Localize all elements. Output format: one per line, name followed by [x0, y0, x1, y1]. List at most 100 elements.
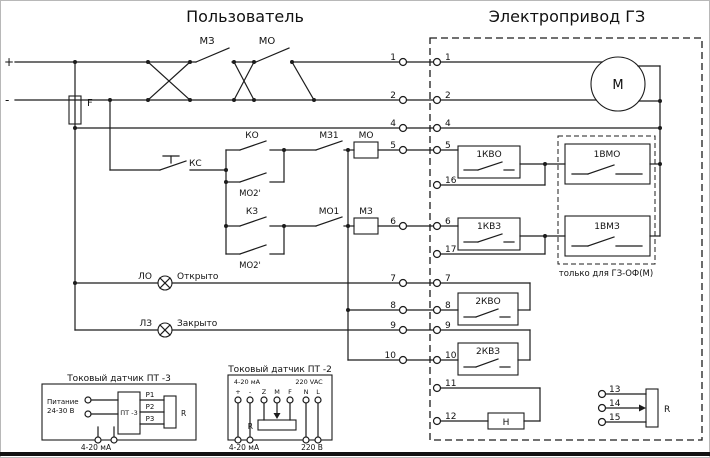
contact-mo2b-label: МО2'	[239, 261, 261, 271]
contact-kz-icon	[239, 216, 267, 227]
gz-of-option-dashed-box	[557, 135, 656, 265]
interconnect-wires	[405, 61, 435, 361]
user-section-title: Пользователь	[186, 7, 304, 26]
pt2-terminal-m	[273, 396, 281, 404]
pt3-supply-terminal-1	[84, 396, 92, 404]
drive-terminal-14-num: 14	[609, 399, 621, 409]
pt2-terminal-n-label: N	[304, 388, 309, 396]
pt2-terminal-f	[286, 396, 294, 404]
user-terminal-5-num: 5	[390, 141, 396, 151]
pt2-sensor-box: Токовый датчик ПТ -2 4-20 мА 220 VAC + -…	[227, 365, 333, 452]
contact-mz1-icon	[315, 140, 343, 151]
drive-terminal-15-num: 15	[609, 413, 620, 423]
user-terminal-1	[398, 57, 408, 67]
position-feedback: 13 14 15 R	[597, 385, 670, 428]
pt3-sensor-box: Токовый датчик ПТ -3 Питание 24-30 В ПТ …	[41, 374, 197, 452]
open-limit-switch-circuit: 1КВО 1ВМО	[439, 143, 661, 186]
pt2-wiper-arrow-icon	[273, 413, 281, 419]
bottom-rule	[0, 452, 710, 456]
drive-terminal-13	[597, 389, 607, 399]
switch-2kvz-box	[457, 342, 519, 376]
pt2-out-terminal-2	[246, 436, 254, 444]
heater-label: Н	[503, 418, 510, 428]
switch-mz-label: МЗ	[199, 36, 214, 47]
user-terminal-2	[398, 95, 408, 105]
switch-1vmo-icon	[587, 164, 615, 175]
motor-icon	[590, 56, 646, 112]
switch-1vmz-label: 1ВМЗ	[594, 222, 620, 232]
drive-terminal-7	[432, 278, 442, 288]
pt3-outline	[41, 383, 197, 441]
user-terminal-4	[398, 123, 408, 133]
pt2-terminal-z	[260, 396, 268, 404]
pt2-terminal-m-label: M	[274, 388, 280, 396]
drive-terminal-12-num: 12	[445, 412, 456, 422]
drive-terminal-2	[432, 95, 442, 105]
indicator-lamps: ЛО Открыто ЛЗ Закрыто	[74, 272, 400, 338]
contact-mo1-icon	[315, 216, 343, 227]
user-terminal-9	[398, 325, 408, 335]
signal-switch-circuits: 2КВО 2КВЗ	[439, 282, 531, 376]
drive-terminal-9	[432, 325, 442, 335]
coil-mo-label: МО	[359, 131, 374, 141]
pt2-terminal-n	[302, 396, 310, 404]
pt2-output-current-label: 4-20 мА	[229, 443, 260, 452]
feedback-resistor-icon	[645, 388, 659, 428]
drive-terminal-11-num: 11	[445, 379, 456, 389]
drive-terminal-15	[597, 417, 607, 427]
drive-terminal-14	[597, 403, 607, 413]
switch-1vmz-icon	[587, 236, 615, 247]
pt2-out-terminal-3	[302, 436, 310, 444]
lamp-closed-caption: Закрыто	[177, 319, 218, 329]
drive-terminal-11	[432, 383, 442, 393]
gz-of-option-note: только для ГЗ-ОФ(М)	[559, 269, 653, 279]
heater-icon	[487, 412, 525, 430]
drive-terminal-17	[432, 249, 442, 259]
contact-kz-label: КЗ	[246, 207, 258, 217]
lamp-closed-label: ЛЗ	[139, 319, 152, 329]
drive-terminal-4	[432, 123, 442, 133]
pt2-terminal-minus	[246, 396, 254, 404]
pt2-terminal-minus-label: -	[249, 388, 252, 396]
drive-terminal-5-num: 5	[445, 141, 451, 151]
pt2-terminal-plus-label: +	[235, 388, 240, 396]
user-terminal-10	[398, 355, 408, 365]
pt3-supply-line1: Питание	[47, 398, 79, 406]
pt2-terminal-plus	[234, 396, 242, 404]
pt2-title: Токовый датчик ПТ -2	[227, 365, 332, 375]
switch-1kvo-label: 1КВО	[476, 150, 501, 160]
drive-dashed-border	[429, 37, 703, 441]
contact-ko-label: КО	[245, 131, 258, 141]
drive-terminal-7-num: 7	[445, 274, 451, 284]
user-terminal-10-num: 10	[385, 351, 397, 361]
switch-2kvo-label: 2КВО	[475, 297, 500, 307]
switch-mo-icon	[255, 47, 290, 63]
pt3-supply-terminal-2	[84, 410, 92, 418]
pt2-input-label: 4-20 мА	[234, 378, 261, 386]
power-rails-and-reversing-switch: + - МЗ МО	[4, 36, 400, 107]
drive-terminal-16-num: 16	[445, 176, 457, 186]
drive-terminal-17-num: 17	[445, 245, 456, 255]
pt2-resistor-label: R	[248, 422, 253, 431]
drive-terminal-1	[432, 57, 442, 67]
motor-label: М	[612, 78, 623, 93]
switch-2kvo-icon	[475, 308, 499, 318]
drive-terminal-8	[432, 305, 442, 315]
user-terminal-1-num: 1	[390, 53, 396, 63]
drive-terminal-10-num: 10	[445, 351, 457, 361]
switch-1kvz-box	[457, 217, 521, 251]
pt3-supply-line2: 24-30 В	[47, 407, 75, 415]
user-terminal-7-num: 7	[390, 274, 396, 284]
switch-1kvo-icon	[477, 161, 503, 171]
drive-section-title: Электропривод ГЗ	[489, 7, 646, 26]
drive-terminal-13-num: 13	[609, 385, 620, 395]
pt2-resistor-icon	[257, 419, 297, 431]
switch-2kvz-label: 2КВЗ	[476, 347, 500, 357]
contact-mo2a-icon	[239, 172, 267, 183]
user-terminal-6	[398, 221, 408, 231]
fuse-label: F	[87, 98, 93, 109]
drive-terminal-strip: 1 2 4 5 16 6 17 7 8 9 10 11 12	[432, 53, 457, 426]
close-limit-switch-circuit: 1КВЗ 1ВМЗ	[439, 215, 661, 257]
